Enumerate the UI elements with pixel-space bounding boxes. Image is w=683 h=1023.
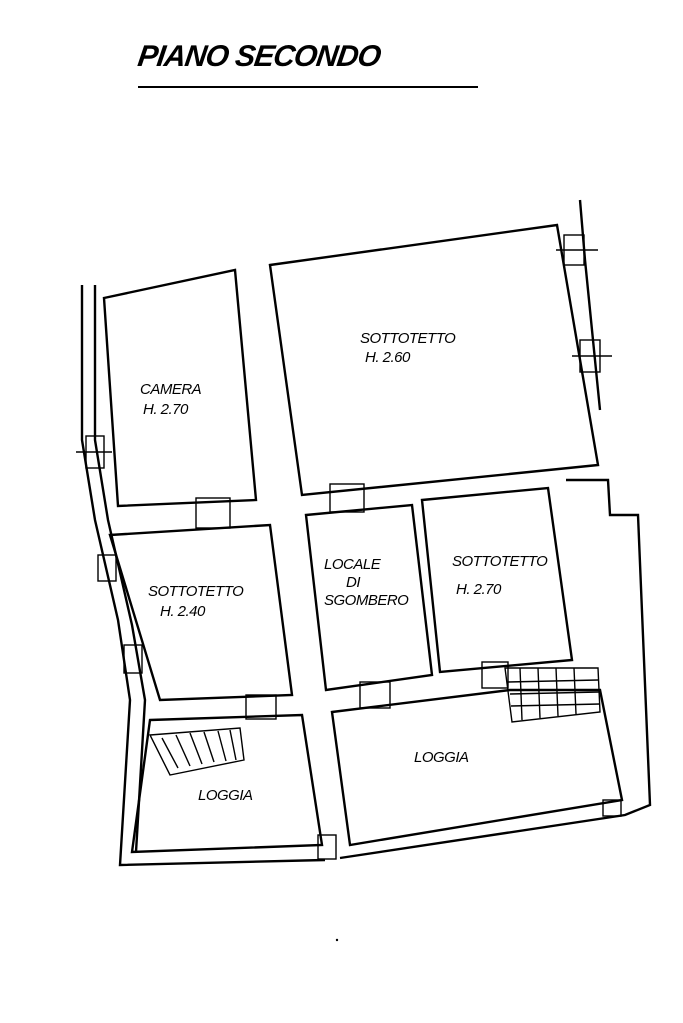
loggia-left-name: LOGGIA xyxy=(198,787,253,804)
locale-line2: DI xyxy=(346,574,360,591)
sottotetto-right-name: SOTTOTETTO xyxy=(452,553,548,570)
camera-room xyxy=(102,268,258,508)
outer-walls xyxy=(80,199,652,867)
loggia-right-name: LOGGIA xyxy=(414,749,469,766)
loggia-right-room xyxy=(330,688,624,847)
sottotetto-large-room xyxy=(268,223,600,497)
camera-name: CAMERA xyxy=(140,381,202,398)
locale-line3: SGOMBERO xyxy=(324,592,409,609)
window-symbols xyxy=(76,234,622,860)
title-underline xyxy=(138,86,478,88)
locale-line1: LOCALE xyxy=(324,556,382,573)
sottotetto-large-height: H. 2.60 xyxy=(365,349,411,366)
sottotetto-left-height: H. 2.40 xyxy=(160,603,206,620)
sottotetto-left-name: SOTTOTETTO xyxy=(148,583,244,600)
speck-dot xyxy=(335,938,339,942)
staircase-right xyxy=(504,667,601,723)
locale-sgombero-room xyxy=(304,503,434,692)
camera-height: H. 2.70 xyxy=(143,401,189,418)
staircase-left xyxy=(148,727,245,776)
loggia-left-room xyxy=(130,713,324,854)
sottotetto-right-height: H. 2.70 xyxy=(456,581,502,598)
sottotetto-large-name: SOTTOTETTO xyxy=(360,330,456,347)
sottotetto-right-room xyxy=(420,486,574,674)
